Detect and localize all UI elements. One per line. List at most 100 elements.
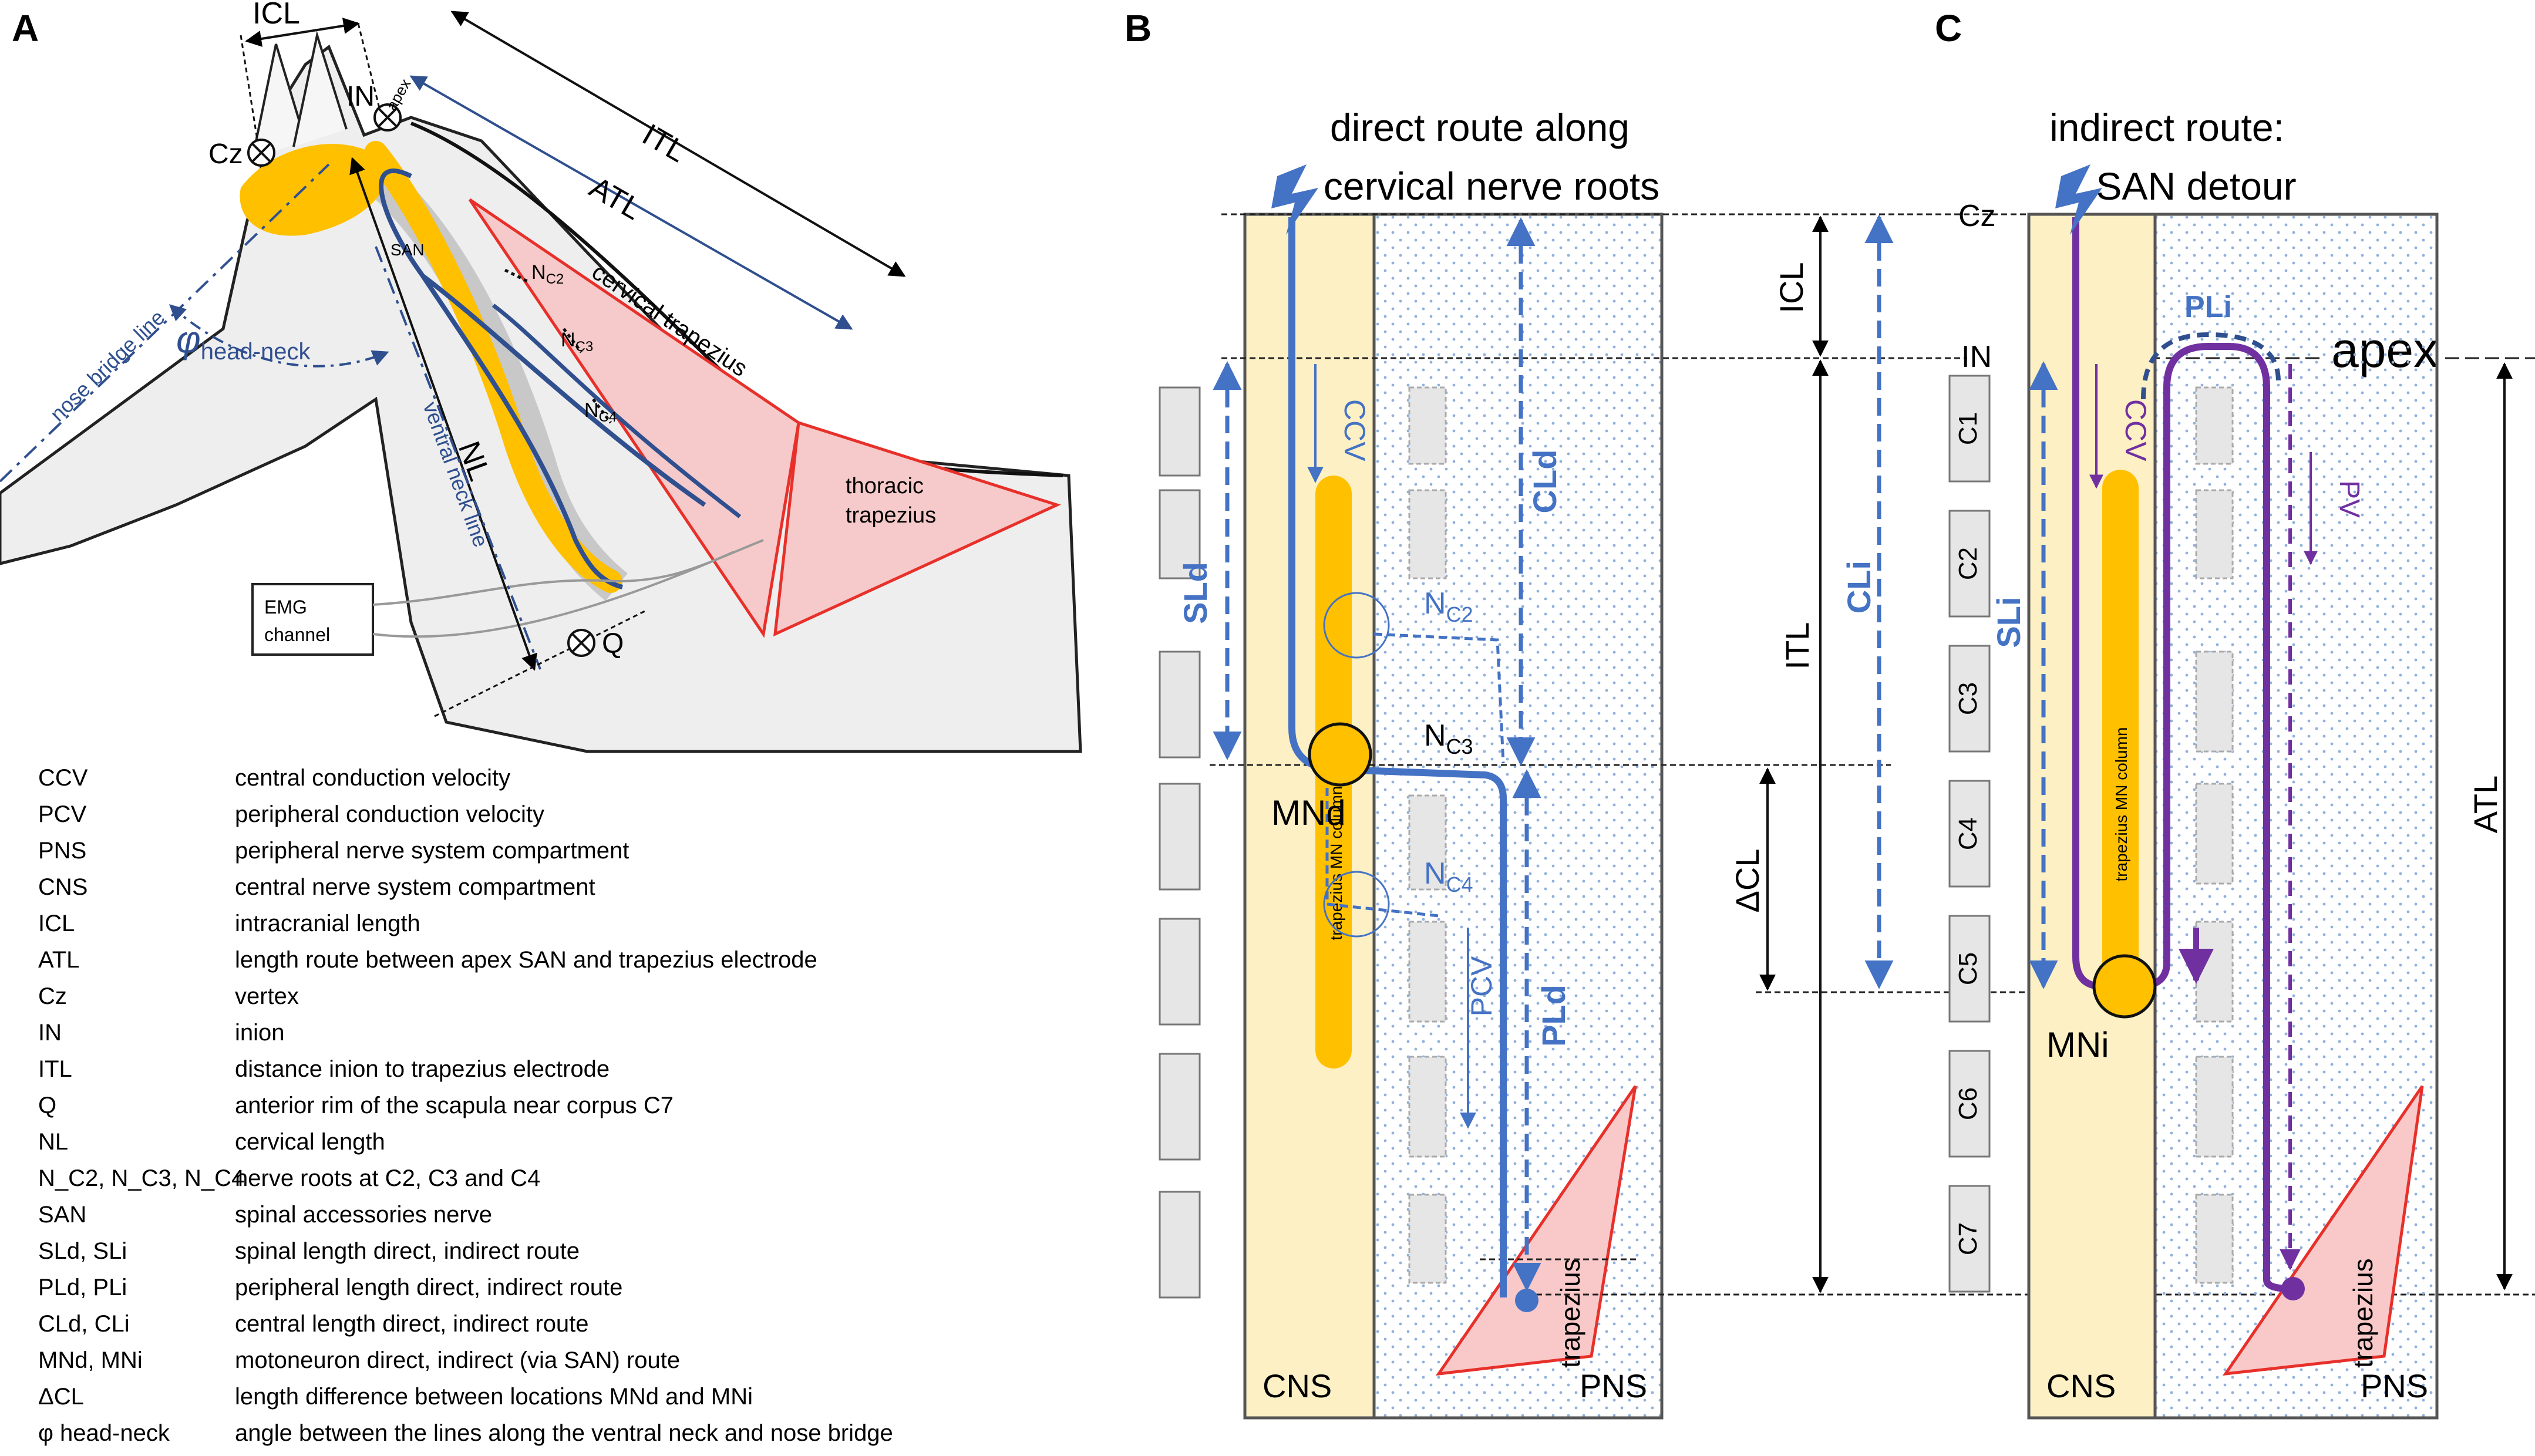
cz-marker [247, 139, 275, 167]
ccv-label-c: CCV [2119, 399, 2152, 461]
title-c-2: SAN detour [2096, 164, 2296, 208]
dcl-label: ΔCL [1729, 849, 1766, 913]
head-neck-angle-arc [169, 304, 389, 368]
legend-abbr: ICL [38, 911, 75, 936]
nc2-label-b: NC2 [1424, 587, 1473, 626]
ventral-neck-line [375, 246, 541, 670]
title-b-1: direct route along [1330, 106, 1630, 149]
thoracic-trapezius-label-2: trapezius [846, 503, 936, 528]
vertebra-label: C2 [1954, 547, 1982, 580]
nc4-dashed-root [1325, 775, 1439, 918]
legend-abbr: ITL [38, 1056, 72, 1082]
vertebrae-c-pns [2195, 386, 2234, 1284]
legend-definition: peripheral nerve system compartment [235, 838, 629, 864]
lightning-c [2055, 164, 2102, 235]
san-label: SAN [390, 241, 425, 259]
pli-label: PLi [2184, 290, 2232, 324]
panel-b: B direct route along cervical nerve root… [1125, 7, 2535, 1420]
title-c-1: indirect route: [2049, 106, 2284, 149]
trapezius-muscle-c [2222, 1085, 2424, 1376]
nl-line [349, 157, 537, 671]
vertebra-label: C4 [1954, 817, 1982, 850]
legend-abbr: MNd, MNi [38, 1347, 143, 1373]
mn-column-c [2102, 470, 2139, 980]
legend-definition: central conduction velocity [235, 765, 510, 791]
vertebra-label: C6 [1954, 1087, 1982, 1120]
legend-abbr: φ head-neck [38, 1420, 170, 1446]
emg-label-2: channel [264, 624, 330, 645]
vertebra-box [1948, 915, 1991, 1023]
icl-label: ICL [253, 0, 300, 31]
mni-node [2092, 954, 2157, 1019]
legend-definition: peripheral length direct, indirect route [235, 1275, 622, 1300]
legend-abbr: CLd, CLi [38, 1311, 130, 1337]
mni-label: MNi [2046, 1025, 2109, 1064]
vertebra-label: C3 [1954, 682, 1982, 715]
pcv-label: PCV [1465, 956, 1498, 1016]
legend-definition: length difference between locations MNd … [235, 1384, 753, 1410]
ccv-label-b: CCV [1338, 399, 1371, 461]
nc3-label-b: NC3 [1424, 719, 1473, 759]
legend-definition: central length direct, indirect route [235, 1311, 589, 1337]
itl-label-c: ITL [1779, 622, 1816, 670]
legend-abbr: N_C2, N_C3, N_C4 [38, 1165, 244, 1191]
nc2-circle [1323, 592, 1390, 659]
mnd-label: MNd [1271, 793, 1346, 833]
vertebrae-b-left [1159, 386, 1201, 1299]
legend-definition: length route between apex SAN and trapez… [235, 947, 817, 973]
cns-label-c: CNS [2046, 1367, 2116, 1404]
pns-label-b: PNS [1580, 1367, 1647, 1404]
q-line [434, 609, 647, 717]
nc2-label: NC2 [531, 261, 564, 287]
cz-label: Cz [208, 139, 243, 170]
apex-label-a: apex [382, 76, 414, 113]
legend-definition: distance inion to trapezius electrode [235, 1056, 610, 1082]
vertebra-box [1948, 1050, 1991, 1158]
emg-label-1: EMG [264, 596, 307, 618]
horse-body [0, 45, 1082, 753]
sli-label: SLi [1990, 596, 2027, 648]
legend-definition: spinal accessories nerve [235, 1202, 492, 1228]
vertebra-label: C1 [1954, 412, 1982, 445]
vertebra-box [1948, 645, 1991, 753]
trapezius-label-b: trapezius [1555, 1258, 1585, 1368]
title-b-2: cervical nerve roots [1324, 164, 1659, 208]
vertebra-box [1948, 375, 1991, 483]
cli-label: CLi [1840, 561, 1877, 614]
mn-column-label-b: trapezius MN column [1327, 786, 1345, 941]
cld-label: CLd [1526, 450, 1563, 514]
panel-label-a: A [12, 7, 39, 49]
legend-abbr: SLd, SLi [38, 1238, 127, 1264]
vertebra-box [1948, 780, 1991, 888]
legend-abbr: CCV [38, 765, 88, 791]
vertebra-label: C5 [1954, 952, 1982, 985]
vertebra-label: C7 [1954, 1222, 1982, 1255]
icl-label-c: ICL [1773, 262, 1810, 313]
legend-abbr: SAN [38, 1202, 86, 1228]
cns-label-b: CNS [1263, 1367, 1332, 1404]
legend-abbr: IN [38, 1020, 62, 1046]
electrode-dot-b [1515, 1289, 1538, 1312]
legend-definition: inion [235, 1020, 285, 1046]
nc4-label-b: NC4 [1424, 857, 1473, 896]
thoracic-trapezius-muscle [773, 420, 1061, 637]
phi-label: φhead-neck [176, 318, 311, 365]
atl-label: ATL [584, 170, 647, 227]
nose-bridge-line [0, 163, 330, 483]
atl-line [409, 75, 853, 330]
atl-label-c: ATL [2467, 776, 2504, 834]
legend-definition: nerve roots at C2, C3 and C4 [235, 1165, 540, 1191]
legend-abbr: Cz [38, 983, 67, 1009]
legend-definition: vertex [235, 983, 299, 1009]
vertebrae-b-pns [1408, 386, 1447, 1284]
legend-definition: motoneuron direct, indirect (via SAN) ro… [235, 1347, 680, 1373]
legend-abbr: ΔCL [38, 1384, 84, 1410]
legend-abbr: Q [38, 1093, 56, 1118]
pv-label: PV [2334, 480, 2365, 518]
trapezius-label-c: trapezius [2348, 1258, 2378, 1368]
legend-definition: angle between the lines along the ventra… [235, 1420, 893, 1446]
pli-dashed-hook [2141, 332, 2281, 400]
